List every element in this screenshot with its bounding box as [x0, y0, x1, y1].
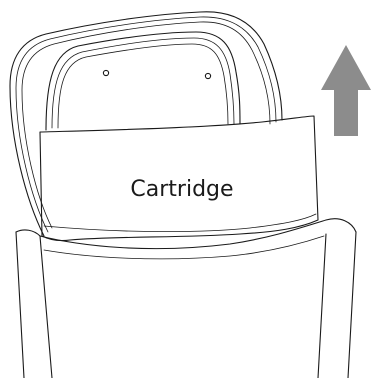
mount-hole-left [102, 69, 110, 77]
cartridge-inner-card [45, 31, 241, 131]
mount-hole-right [204, 72, 212, 80]
cartridge-rear-panel [9, 11, 283, 237]
holder-bin [15, 218, 357, 378]
up-arrow-icon [321, 45, 371, 136]
cartridge-label: Cartridge [130, 177, 233, 202]
cartridge-body: Cartridge [39, 115, 319, 242]
